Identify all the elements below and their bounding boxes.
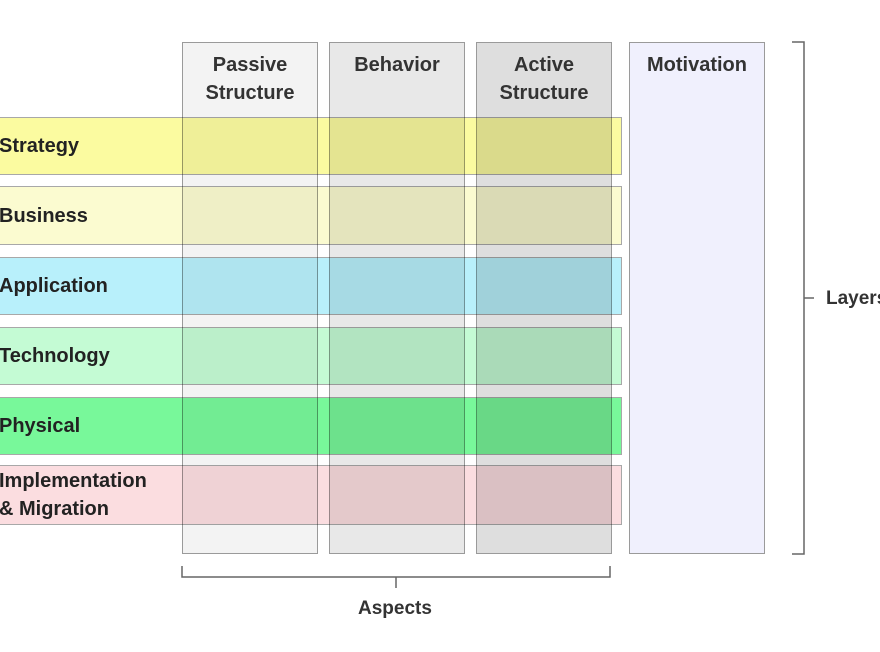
column-header: Behavior bbox=[354, 54, 440, 76]
column-header: Passive Structure bbox=[205, 54, 295, 104]
column-motivation: Motivation bbox=[629, 42, 765, 554]
layer-business: Business bbox=[0, 186, 622, 245]
layer-label: Strategy bbox=[0, 135, 80, 157]
layer-label: Implementation & Migration bbox=[0, 470, 147, 520]
layer-strategy: Strategy bbox=[0, 117, 622, 175]
aspects-label: Aspects bbox=[358, 598, 432, 619]
layer-label: Physical bbox=[0, 415, 81, 437]
layer-label: Business bbox=[0, 204, 88, 227]
layer-application: Application bbox=[0, 257, 622, 315]
aspects-brace bbox=[181, 566, 611, 588]
layer-implementation-migration: Implementation & Migration bbox=[0, 465, 622, 525]
layer-label: Application bbox=[0, 275, 108, 297]
column-header: Active Structure bbox=[499, 54, 589, 104]
layer-label: Technology bbox=[0, 345, 110, 367]
layer-physical: Physical bbox=[0, 397, 622, 455]
layers-label: Layers bbox=[826, 288, 880, 309]
column-header: Motivation bbox=[647, 54, 747, 76]
layers-brace bbox=[792, 41, 814, 555]
layer-technology: Technology bbox=[0, 327, 622, 385]
